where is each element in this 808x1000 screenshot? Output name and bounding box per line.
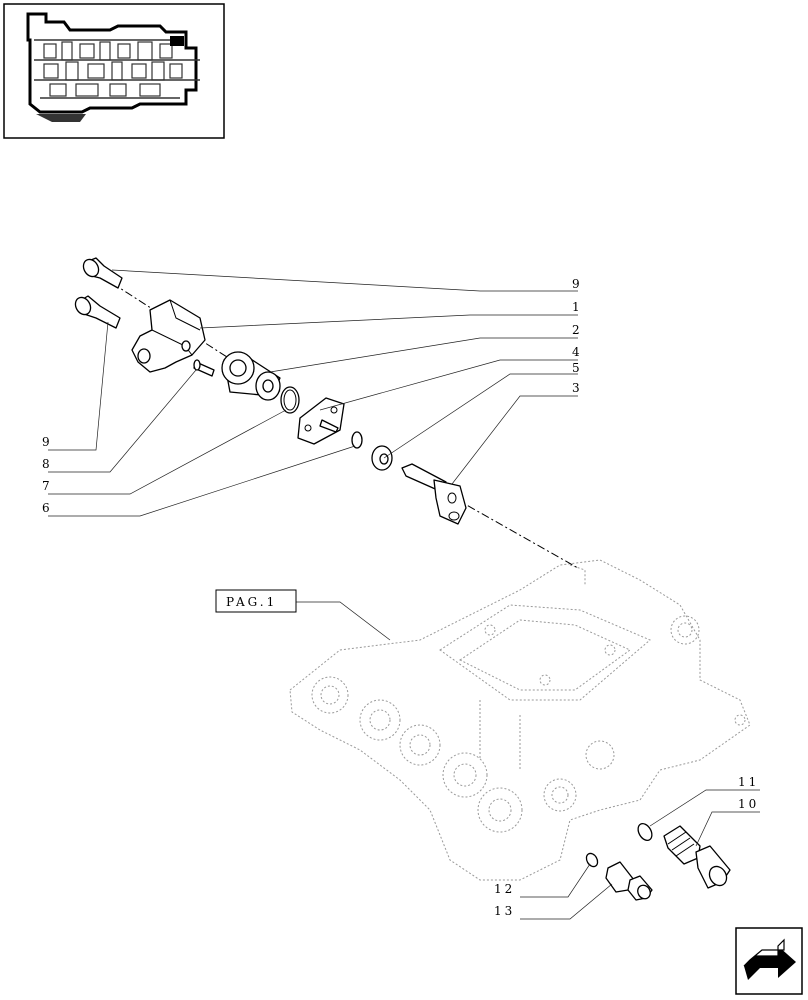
o-ring-small[interactable] [351, 431, 363, 449]
mounting-plate[interactable] [297, 397, 345, 445]
next-page-arrow-icon[interactable] [735, 927, 803, 995]
callout-6: 6 [42, 501, 53, 515]
washer[interactable] [371, 445, 393, 471]
callout-8: 8 [42, 457, 53, 471]
callout-13: 13 [494, 904, 515, 918]
callout-1: 1 [572, 300, 583, 314]
page-reference-box[interactable]: PAG.1 [215, 589, 297, 613]
callout-4: 4 [572, 345, 583, 359]
transmission-thumbnail[interactable] [3, 3, 225, 139]
housing-ghost [289, 559, 751, 881]
callout-11: 11 [738, 775, 759, 789]
callout-9-lower: 9 [42, 435, 53, 449]
sensor-small[interactable] [584, 851, 653, 901]
callout-3: 3 [572, 381, 583, 395]
fork-shaft[interactable] [401, 463, 467, 525]
axis-line [111, 282, 579, 569]
callout-2: 2 [572, 323, 583, 337]
callout-5: 5 [572, 361, 583, 375]
screw-upper[interactable] [80, 257, 123, 289]
screw-lower[interactable] [72, 295, 121, 329]
sensor-large[interactable] [635, 821, 731, 889]
lever-bracket[interactable] [131, 299, 206, 373]
callout-7: 7 [42, 479, 53, 493]
callout-10: 10 [738, 797, 759, 811]
page-reference-label: PAG.1 [226, 595, 277, 609]
callout-9-upper: 9 [572, 277, 583, 291]
leader-lines [48, 269, 760, 920]
sleeve[interactable] [221, 351, 281, 401]
pin[interactable] [193, 359, 215, 377]
callout-12: 12 [494, 882, 515, 896]
callout-labels: 9 1 2 4 5 3 9 8 7 6 11 10 12 13 [42, 277, 759, 918]
